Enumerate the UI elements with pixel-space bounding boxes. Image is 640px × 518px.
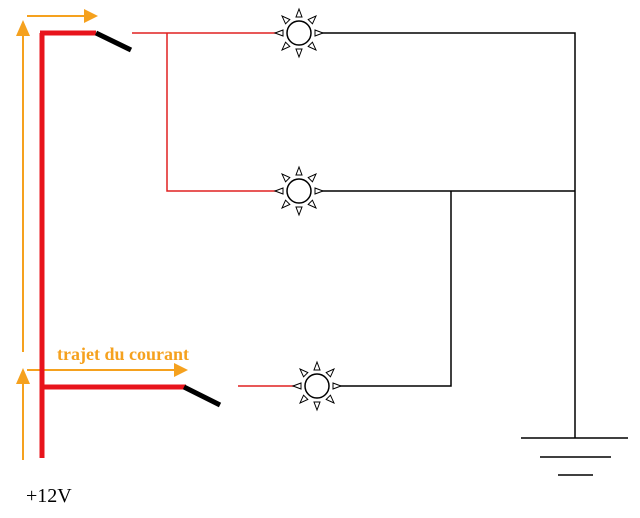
signal-wires xyxy=(132,32,294,387)
lamp-1 xyxy=(264,0,334,68)
switch-top xyxy=(94,30,133,53)
current-path-label: trajet du courant xyxy=(57,344,189,364)
ground-symbol xyxy=(521,437,628,476)
arrow-icon xyxy=(16,20,30,352)
return-wires xyxy=(322,32,576,438)
lamp-icon xyxy=(264,0,334,68)
switch-bottom xyxy=(182,384,222,408)
arrow-icon xyxy=(27,363,188,377)
arrow-icon xyxy=(27,9,98,23)
supply-voltage-label: +12V xyxy=(26,485,72,507)
lamp-icon xyxy=(282,351,352,421)
lamp-2 xyxy=(264,156,334,226)
current-path-arrows xyxy=(16,9,188,460)
lamp-3 xyxy=(282,351,352,421)
lamp-icon xyxy=(264,156,334,226)
arrow-icon xyxy=(16,368,30,460)
ground-icon xyxy=(521,437,628,476)
supply-rail xyxy=(39,30,186,458)
